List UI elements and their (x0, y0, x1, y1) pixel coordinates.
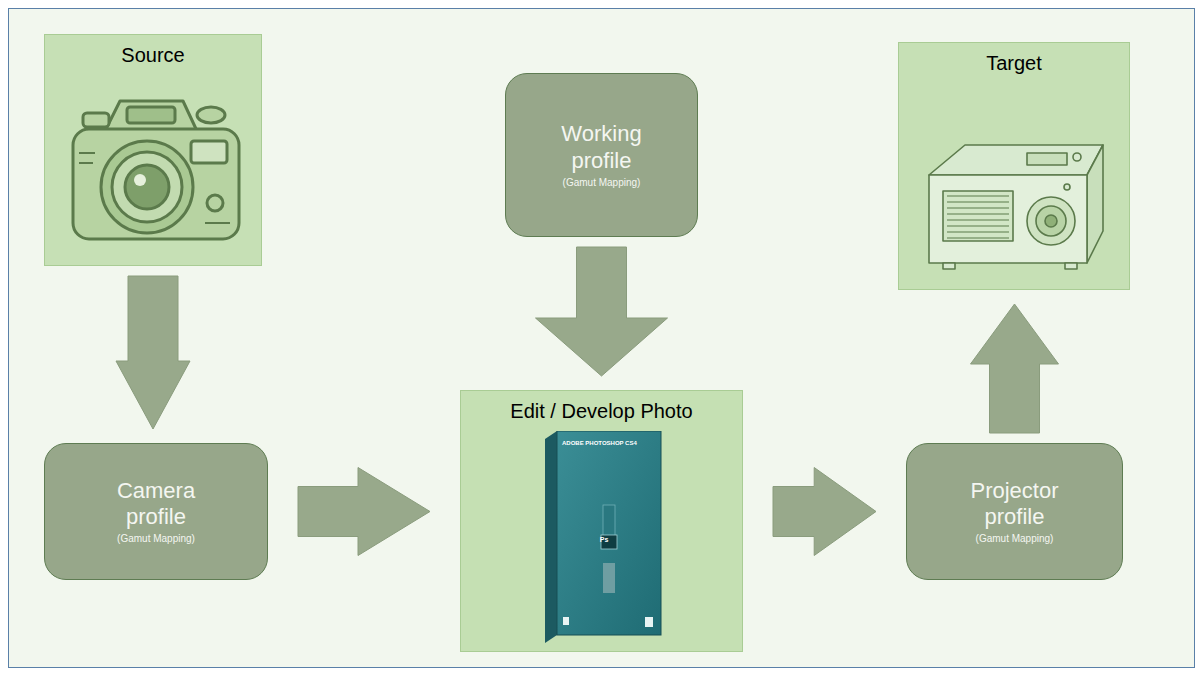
frame (9, 9, 1195, 668)
source-panel: Source (44, 34, 262, 266)
text-group: Target (986, 51, 1042, 75)
block-arrow (298, 468, 430, 556)
text-group: Projector profile(Gamut Mapping) (950, 478, 1080, 546)
box-title: Edit / Develop Photo (510, 399, 692, 423)
profile-box: Camera profile(Gamut Mapping) (44, 443, 268, 580)
box-title: Target (986, 51, 1042, 75)
box-note: (Gamut Mapping) (563, 176, 641, 189)
block-arrow (773, 468, 876, 556)
text-group: Edit / Develop Photo (510, 399, 692, 423)
camera-illustration (65, 83, 245, 253)
profile-box: Working profile (Gamut Mapping) (505, 73, 698, 237)
product-name: ADOBE PHOTOSHOP CS4 (562, 440, 637, 446)
block-arrow (116, 276, 190, 429)
box-title: Source (121, 43, 184, 67)
box-label: Camera profile (96, 478, 216, 531)
product-logo: Ps (600, 536, 609, 543)
text-group: Working profile (Gamut Mapping) (542, 121, 662, 189)
text-group: Source (121, 43, 184, 67)
process-panel: Edit / Develop Photo ADOBE PHOTOSHOP CS4… (460, 390, 743, 652)
box-note: (Gamut Mapping) (976, 532, 1054, 545)
box-label: Working profile (542, 121, 662, 174)
projector-illustration (917, 135, 1113, 275)
block-arrow (971, 304, 1059, 433)
box-label: Projector profile (950, 478, 1080, 531)
text-group: Camera profile(Gamut Mapping) (96, 478, 216, 546)
target-panel: Target (898, 42, 1130, 290)
block-arrow (536, 247, 668, 376)
box-note: (Gamut Mapping) (117, 532, 195, 545)
profile-box: Projector profile(Gamut Mapping) (906, 443, 1123, 580)
